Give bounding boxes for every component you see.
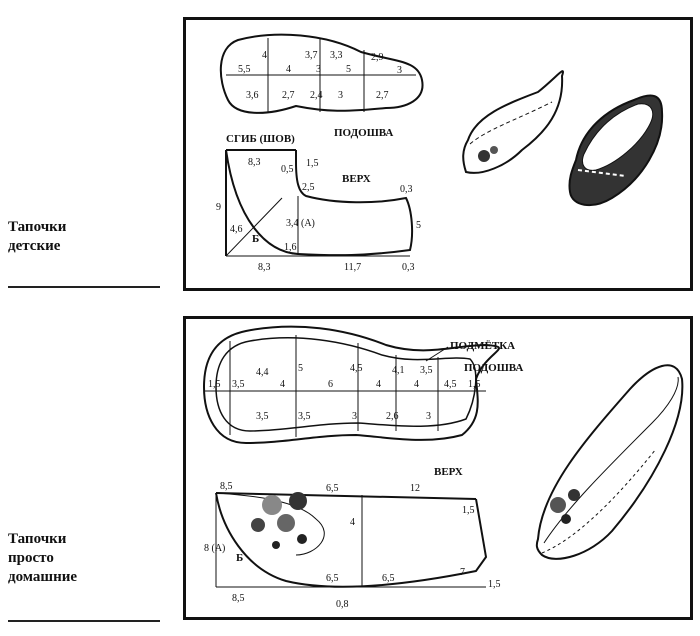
- kids-upper-dim: 1,5: [306, 158, 319, 169]
- home-sole-dim: 6: [328, 379, 333, 390]
- kids-sole-dim: 2,7: [376, 90, 389, 101]
- kids-upper-title: ВЕРХ: [342, 173, 371, 185]
- home-upper-mark-b: Б: [236, 552, 243, 564]
- divider-home: [8, 620, 160, 622]
- home-sole-dim: 3,5: [298, 411, 311, 422]
- home-slipper-diagram: 1,5 3,5 4,4 4 5 6 4,5 4 4,1 3,5 4 4,5 1,…: [202, 325, 684, 610]
- kids-sole-dim: 4: [262, 50, 267, 61]
- home-sole-dim: 3: [352, 411, 357, 422]
- kids-slipper-illustration: [462, 70, 564, 174]
- home-podmetka-outline: [202, 325, 500, 445]
- caption-home: Тапочки просто домашние: [8, 530, 77, 587]
- kids-upper-dim: 0,3: [402, 262, 415, 273]
- home-upper-dim: 8,5: [232, 593, 245, 604]
- home-upper-dim: 4: [350, 517, 355, 528]
- kids-upper-dim: 2,5: [302, 182, 315, 193]
- home-sole-dim: 4: [280, 379, 285, 390]
- kids-upper-dim: 9: [216, 202, 221, 213]
- kids-sole-dim: 4: [286, 64, 291, 75]
- caption-home-line2: просто: [8, 550, 54, 566]
- home-sole-dim: 1,5: [208, 379, 221, 390]
- kids-upper-dim: 11,7: [344, 262, 361, 273]
- home-upper-dim: 6,5: [382, 573, 395, 584]
- kids-upper-mark-b: Б: [252, 233, 259, 245]
- home-sole-dim: 4: [414, 379, 419, 390]
- home-podoshva-outline: [215, 337, 477, 432]
- kids-upper-dim: 8,3: [248, 157, 261, 168]
- kids-sole-dim: 2,4: [310, 90, 323, 101]
- kids-slipper-back-illustration: [568, 94, 664, 207]
- kids-upper-dim: 0,5: [281, 164, 294, 175]
- home-upper-dim: 1,5: [488, 579, 501, 590]
- kids-sole-dim: 3,7: [305, 50, 318, 61]
- kids-upper-dim: 5: [416, 220, 421, 231]
- kids-sole-title: ПОДОШВА: [334, 127, 393, 139]
- home-sole-dim: 4: [376, 379, 381, 390]
- home-podoshva-label: ПОДОШВА: [464, 362, 523, 374]
- kids-slipper-panel: 5,5 4 4 3,7 3 3,3 5 2,9 3 3,6 2,7 2,4 3 …: [183, 17, 693, 291]
- caption-home-line3: домашние: [8, 569, 78, 585]
- home-sole-dim: 3,5: [232, 379, 245, 390]
- home-sole-dim: 3,5: [256, 411, 269, 422]
- kids-sole-outline: [219, 33, 424, 114]
- home-slipper-illustration: [535, 364, 684, 560]
- kids-sole-dim: 3: [316, 64, 321, 75]
- kids-sole-dim: 3: [397, 65, 402, 76]
- caption-kids-line2: детские: [8, 238, 61, 254]
- kids-upper-dim: 4,6: [230, 224, 243, 235]
- home-slipper-panel: 1,5 3,5 4,4 4 5 6 4,5 4 4,1 3,5 4 4,5 1,…: [183, 316, 693, 620]
- divider-kids: [8, 286, 160, 288]
- home-upper-dim: 8,5: [220, 481, 233, 492]
- kids-sole-dim: 3: [338, 90, 343, 101]
- home-upper-title: ВЕРХ: [434, 466, 463, 478]
- kids-sole-dim: 3,3: [330, 50, 343, 61]
- home-sole-dim: 2,6: [386, 411, 399, 422]
- kids-sole-dim: 3,6: [246, 90, 259, 101]
- kids-sole-dim: 5: [346, 64, 351, 75]
- home-upper-dim: 12: [410, 483, 420, 494]
- kids-sole-dim: 2,9: [371, 52, 384, 63]
- kids-upper-dim: 1,6: [284, 242, 297, 253]
- caption-kids-line1: Тапочки: [8, 219, 67, 235]
- home-sole-dim: 1,5: [468, 379, 481, 390]
- home-upper-dim: 0,8: [336, 599, 349, 610]
- caption-kids: Тапочки детские: [8, 218, 66, 256]
- home-sole-dim: 4,5: [444, 379, 457, 390]
- home-flower-ornament: [251, 492, 307, 549]
- kids-fold-title: СГИБ (ШОВ): [226, 133, 295, 145]
- home-sole-dim: 4,4: [256, 367, 269, 378]
- home-sole-dim: 4,1: [392, 365, 405, 376]
- kids-upper-dim: 0,3: [400, 184, 413, 195]
- home-upper-dim: 8 (А): [204, 543, 225, 554]
- home-upper-dim: 6,5: [326, 483, 339, 494]
- home-sole-dim: 4,5: [350, 363, 363, 374]
- home-sole-dim: 3,5: [420, 365, 433, 376]
- kids-slipper-diagram: 5,5 4 4 3,7 3 3,3 5 2,9 3 3,6 2,7 2,4 3 …: [216, 33, 664, 273]
- kids-upper-dim: 3,4 (А): [286, 218, 315, 229]
- home-upper-outline: [215, 492, 488, 588]
- home-upper-dim: 1,5: [462, 505, 475, 516]
- kids-sole-dim: 2,7: [282, 90, 295, 101]
- kids-sole-dim: 5,5: [238, 64, 251, 75]
- kids-upper-outline: [225, 149, 414, 257]
- caption-home-line1: Тапочки: [8, 531, 67, 547]
- kids-upper-dim: 8,3: [258, 262, 271, 273]
- home-upper-dim: 6,5: [326, 573, 339, 584]
- home-upper-dim: 7: [460, 567, 465, 578]
- home-sole-dim: 5: [298, 363, 303, 374]
- home-sole-dim: 3: [426, 411, 431, 422]
- home-podmetka-label: ПОДМЁТКА: [450, 339, 515, 352]
